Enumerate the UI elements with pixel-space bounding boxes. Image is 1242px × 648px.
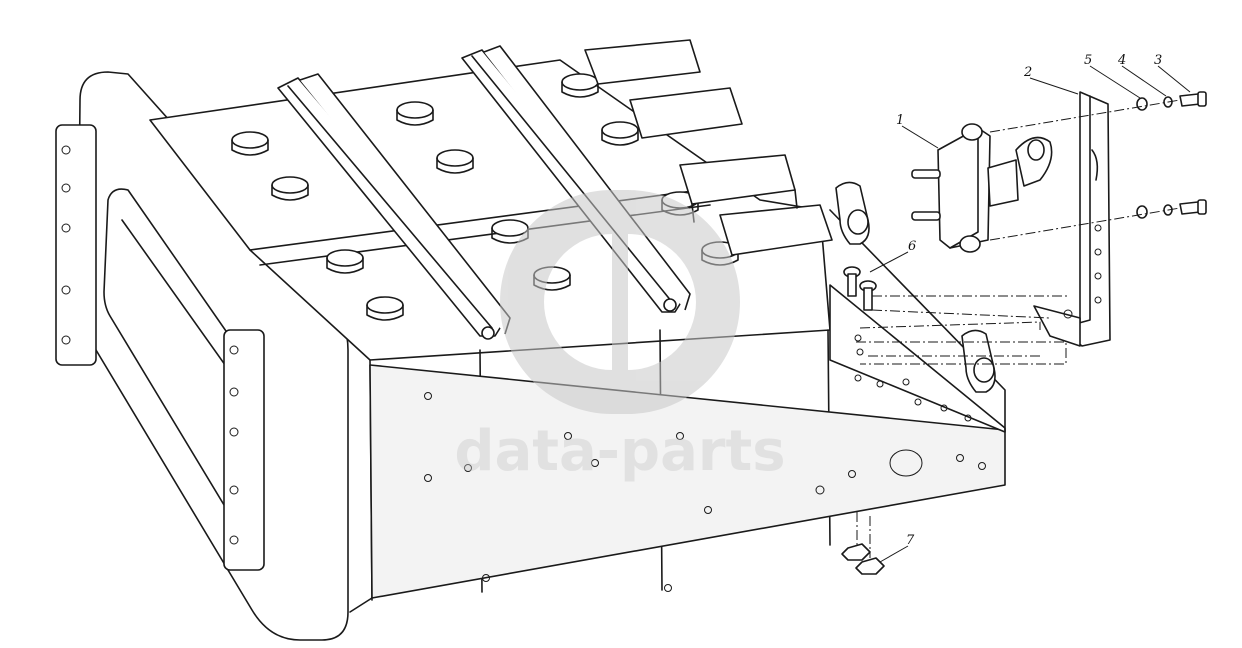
callout-3: 3 [1154, 53, 1162, 68]
callout-2: 2 [1023, 65, 1032, 80]
tray-right-end [829, 284, 1006, 433]
left-flange-upper [55, 124, 97, 366]
callout-5: 5 [1084, 53, 1092, 68]
rubber-pads [584, 39, 833, 256]
watermark: data-parts [454, 190, 786, 484]
side-plate-holes [424, 392, 986, 592]
watermark-logo-icon [500, 190, 740, 414]
hold-down-rails [277, 45, 691, 340]
watermark-text: data-parts [454, 419, 785, 484]
callout-1: 1 [896, 113, 904, 128]
fastener-stack-lower [1136, 199, 1207, 219]
tray-side-plate [369, 364, 1006, 599]
cable-clamps [835, 181, 996, 393]
callout-7: 7 [906, 533, 915, 548]
tray-floor-holes [854, 334, 972, 422]
left-flange-lower [223, 329, 265, 571]
battery-box-assembly [55, 39, 1006, 641]
assembly-centerlines [856, 99, 1181, 365]
mounting-bracket-part-2 [1033, 91, 1111, 347]
callout-leaders [869, 65, 1191, 563]
battery-switch-part-1 [911, 123, 1053, 253]
callout-4: 4 [1117, 53, 1126, 68]
nuts-part-7 [841, 512, 885, 575]
callout-6: 6 [908, 239, 916, 254]
callout-labels: 1 2 3 4 5 6 7 [896, 53, 1162, 548]
bolts-part-6 [843, 266, 877, 311]
